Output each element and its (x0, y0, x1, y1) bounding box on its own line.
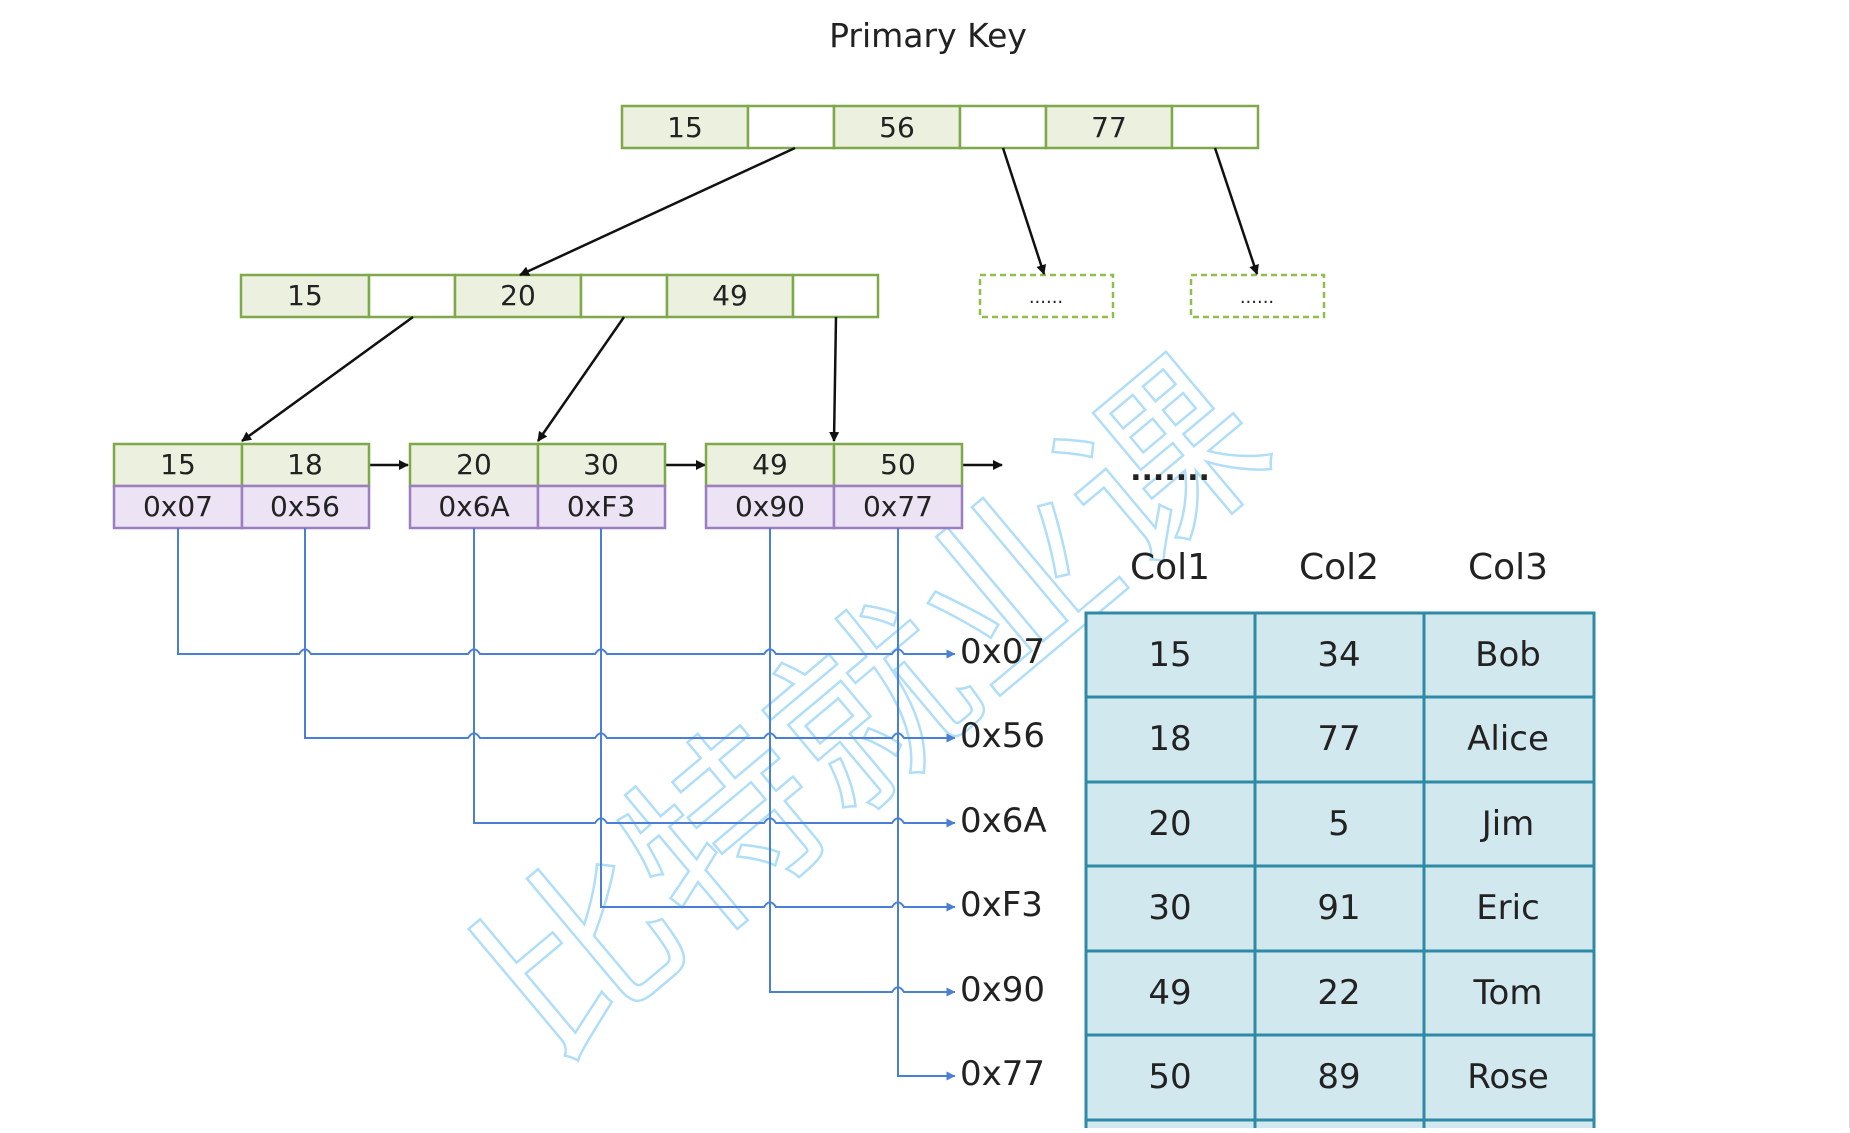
leaf-address: 0x77 (863, 490, 933, 523)
table-cell: 20 (1148, 804, 1191, 844)
table-row: 50 89 Rose (1148, 1057, 1548, 1097)
table-cell: 18 (1148, 719, 1191, 759)
placeholder-node: ...... (978, 273, 1115, 319)
table-cell: 91 (1317, 888, 1360, 928)
leaf-address: 0x90 (735, 490, 805, 523)
pointer-lines (177, 528, 956, 1081)
table-cell: Bob (1475, 635, 1541, 675)
pointer-line (600, 528, 956, 912)
table-row: 20 5 Jim (1148, 804, 1534, 844)
row-address-label: 0x90 (960, 970, 1045, 1010)
leaf-key: 18 (287, 448, 323, 481)
leaf-key: 15 (160, 448, 196, 481)
table-cell: 30 (1148, 888, 1191, 928)
table-cell: 22 (1317, 973, 1360, 1013)
placeholder-node: ...... (1189, 273, 1326, 319)
table-cell: 77 (1317, 719, 1360, 759)
table-row: 49 22 Tom (1148, 973, 1542, 1013)
table-column-header: Col3 (1468, 547, 1548, 588)
row-addresses: 0x07 0x56 0x6A 0xF3 0x90 0x77 (960, 632, 1047, 1094)
internal-key: 49 (712, 279, 748, 312)
arrow (1001, 147, 1046, 275)
table-cell: 50 (1148, 1057, 1191, 1097)
table-cell: 34 (1317, 635, 1360, 675)
table-cell: 5 (1328, 804, 1350, 844)
table-cell: Jim (1480, 804, 1535, 844)
leaf-address: 0x6A (438, 490, 509, 523)
leaf-continuation-dots: ....... (1130, 453, 1210, 488)
table-cell: Rose (1467, 1057, 1549, 1097)
row-address-label: 0xF3 (960, 885, 1043, 925)
pointer-line (897, 528, 956, 1081)
row-address-label: 0x77 (960, 1054, 1045, 1094)
leaf-node: 15 18 0x07 0x56 (112, 442, 371, 530)
leaf-node: 20 30 0x6A 0xF3 (408, 442, 667, 530)
row-address-label: 0x56 (960, 716, 1045, 756)
table-grid (1086, 613, 1594, 1128)
root-key: 77 (1091, 111, 1127, 144)
internal-node: 15 20 49 (239, 273, 880, 319)
table-body (1084, 611, 1596, 1133)
table-cell: Alice (1467, 719, 1549, 759)
placeholder-dots: ...... (1240, 287, 1274, 308)
table-cell: 49 (1148, 973, 1191, 1013)
placeholder-dots: ...... (1029, 287, 1063, 308)
leaf-node: 49 50 0x90 0x77 (704, 442, 964, 530)
table-cell: 15 (1148, 635, 1191, 675)
table-row: 30 91 Eric (1148, 888, 1539, 928)
root-key: 56 (879, 111, 915, 144)
arrow (1213, 147, 1259, 275)
table-cell: 89 (1317, 1057, 1360, 1097)
diagram-title: Primary Key (829, 16, 1027, 55)
leaf-address: 0xF3 (567, 490, 635, 523)
arrow (536, 316, 626, 442)
leaf-key: 30 (583, 448, 619, 481)
table-cell: Tom (1473, 973, 1543, 1013)
data-table: Col1 Col2 Col3 15 34 Bob 18 77 Alice 20 … (1084, 547, 1596, 1133)
leaf-key: 49 (752, 448, 788, 481)
tree-arrows (241, 146, 1259, 470)
leaf-address: 0x07 (143, 490, 213, 523)
row-address-label: 0x07 (960, 632, 1045, 672)
internal-key: 15 (287, 279, 323, 312)
internal-key: 20 (500, 279, 536, 312)
table-column-header: Col2 (1299, 547, 1379, 588)
table-row: 15 34 Bob (1148, 635, 1540, 675)
leaf-key: 50 (880, 448, 916, 481)
arrow (519, 146, 796, 277)
leaf-key: 20 (456, 448, 492, 481)
table-column-header: Col1 (1130, 547, 1210, 588)
table-cell: Eric (1476, 888, 1540, 928)
row-address-label: 0x6A (960, 801, 1047, 841)
table-row: 18 77 Alice (1148, 719, 1549, 759)
root-key: 15 (667, 111, 703, 144)
arrow (241, 315, 414, 443)
arrow (829, 316, 840, 442)
leaf-address: 0x56 (270, 490, 340, 523)
root-node: 15 56 77 (620, 104, 1260, 150)
